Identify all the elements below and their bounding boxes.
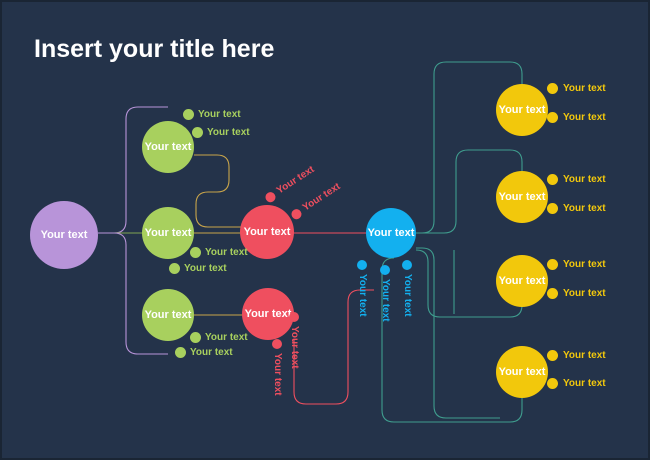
leaf-green-mid-1[interactable]: Your text: [190, 247, 248, 258]
node-yellow-4-label: Your text: [498, 365, 546, 378]
page-title: Insert your title here: [34, 35, 275, 63]
connector-green-top-to-red-top: [194, 154, 242, 228]
leaf-dot-icon: [289, 206, 304, 221]
node-green-mid-label: Your text: [144, 226, 192, 239]
leaf-yellow-1-2[interactable]: Your text: [547, 112, 606, 123]
leaf-yellow-2-2[interactable]: Your text: [547, 203, 606, 214]
leaf-dot-icon: [272, 339, 283, 349]
leaf-green-bottom-2[interactable]: Your text: [175, 347, 233, 358]
connector-blue-box-left: [416, 247, 500, 419]
leaf-label: Your text: [563, 288, 606, 299]
leaf-dot-icon: [192, 127, 203, 138]
leaf-yellow-2-1[interactable]: Your text: [547, 174, 606, 185]
node-yellow-2[interactable]: Your text: [496, 171, 548, 223]
node-green-bottom-label: Your text: [144, 308, 192, 321]
leaf-label: Your text: [184, 263, 227, 274]
node-red-bottom-label: Your text: [244, 307, 292, 320]
leaf-dot-icon: [547, 350, 558, 361]
leaf-dot-icon: [169, 263, 180, 274]
leaf-yellow-4-2[interactable]: Your text: [547, 378, 606, 389]
node-green-top-label: Your text: [144, 140, 192, 153]
node-green-mid[interactable]: Your text: [142, 207, 194, 259]
leaf-label: Your text: [402, 274, 413, 317]
leaf-label: Your text: [563, 83, 606, 94]
leaf-dot-icon: [190, 247, 201, 258]
node-blue-center[interactable]: Your text: [366, 208, 416, 258]
leaf-yellow-1-1[interactable]: Your text: [547, 83, 606, 94]
leaf-dot-icon: [402, 260, 413, 270]
leaf-red-top-2[interactable]: Your text: [289, 181, 342, 221]
leaf-green-top-2[interactable]: Your text: [192, 127, 250, 138]
leaf-dot-icon: [263, 189, 278, 204]
node-green-top[interactable]: Your text: [142, 121, 194, 173]
leaf-label: Your text: [274, 164, 317, 197]
node-root[interactable]: Your text: [30, 201, 98, 269]
leaf-blue-2[interactable]: Your text: [380, 265, 391, 322]
node-blue-center-label: Your text: [367, 226, 415, 239]
leaf-red-bottom-1[interactable]: Your text: [289, 312, 300, 369]
node-yellow-1-label: Your text: [498, 103, 546, 116]
leaf-dot-icon: [547, 259, 558, 270]
node-yellow-3-label: Your text: [498, 274, 546, 287]
leaf-yellow-4-1[interactable]: Your text: [547, 350, 606, 361]
leaf-label: Your text: [563, 259, 606, 270]
node-green-bottom[interactable]: Your text: [142, 289, 194, 341]
node-yellow-4[interactable]: Your text: [496, 346, 548, 398]
node-red-top[interactable]: Your text: [240, 205, 294, 259]
leaf-label: Your text: [272, 353, 283, 396]
leaf-red-bottom-2[interactable]: Your text: [272, 339, 283, 396]
leaf-yellow-3-1[interactable]: Your text: [547, 259, 606, 270]
leaf-label: Your text: [563, 350, 606, 361]
leaf-dot-icon: [547, 378, 558, 389]
leaf-label: Your text: [563, 203, 606, 214]
leaf-label: Your text: [563, 174, 606, 185]
leaf-blue-3[interactable]: Your text: [402, 260, 413, 317]
node-root-label: Your text: [40, 228, 88, 241]
leaf-dot-icon: [175, 347, 186, 358]
node-yellow-1[interactable]: Your text: [496, 84, 548, 136]
leaf-label: Your text: [563, 378, 606, 389]
leaf-label: Your text: [289, 326, 300, 369]
node-yellow-3[interactable]: Your text: [496, 255, 548, 307]
leaf-dot-icon: [183, 109, 194, 120]
leaf-dot-icon: [547, 83, 558, 94]
leaf-dot-icon: [380, 265, 391, 275]
leaf-blue-1[interactable]: Your text: [357, 260, 368, 317]
leaf-green-bottom-1[interactable]: Your text: [190, 332, 248, 343]
leaf-green-top-1[interactable]: Your text: [183, 109, 241, 120]
leaf-dot-icon: [547, 203, 558, 214]
node-yellow-2-label: Your text: [498, 190, 546, 203]
leaf-dot-icon: [190, 332, 201, 343]
leaf-label: Your text: [207, 127, 250, 138]
leaf-dot-icon: [547, 112, 558, 123]
leaf-label: Your text: [563, 112, 606, 123]
leaf-dot-icon: [357, 260, 368, 270]
leaf-dot-icon: [547, 174, 558, 185]
leaf-label: Your text: [380, 279, 391, 322]
leaf-label: Your text: [205, 332, 248, 343]
leaf-dot-icon: [547, 288, 558, 299]
leaf-label: Your text: [198, 109, 241, 120]
leaf-label: Your text: [300, 181, 343, 214]
leaf-yellow-3-2[interactable]: Your text: [547, 288, 606, 299]
leaf-label: Your text: [205, 247, 248, 258]
leaf-green-mid-2[interactable]: Your text: [169, 263, 227, 274]
leaf-dot-icon: [289, 312, 300, 322]
leaf-label: Your text: [190, 347, 233, 358]
node-red-bottom[interactable]: Your text: [242, 288, 294, 340]
node-red-top-label: Your text: [243, 225, 291, 238]
leaf-label: Your text: [357, 274, 368, 317]
